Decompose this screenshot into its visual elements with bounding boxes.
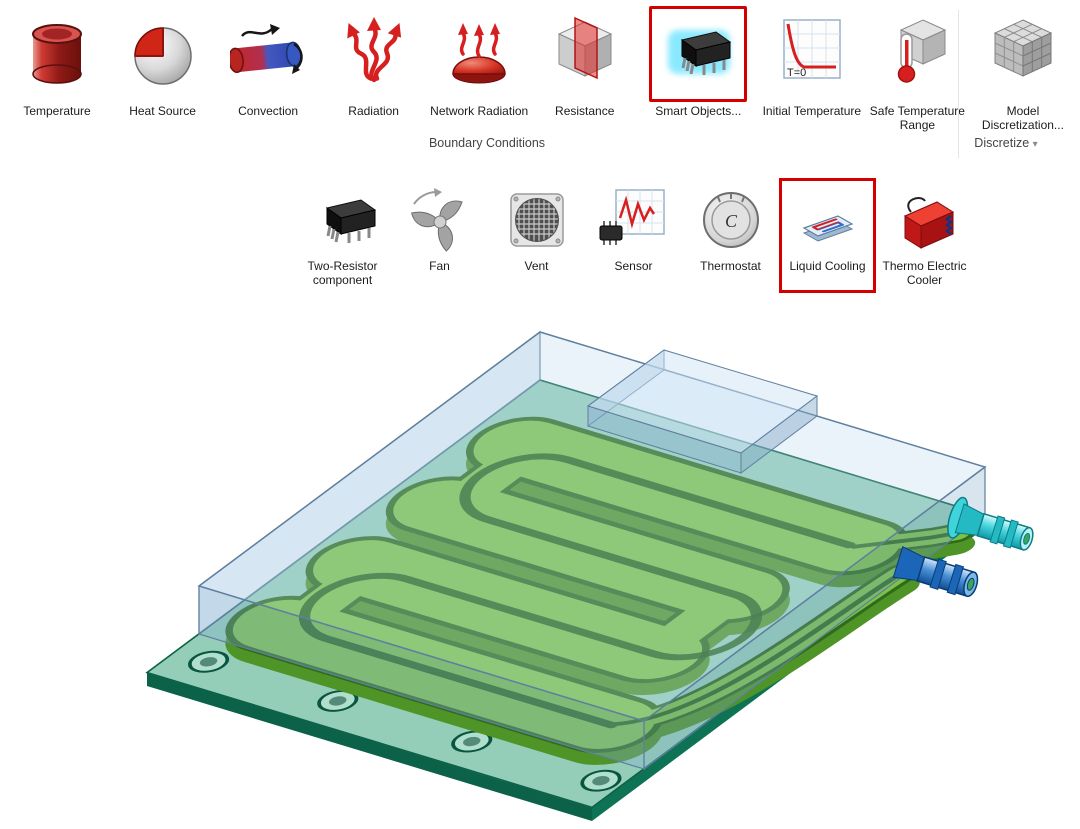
liquid-cooling-plate-icon xyxy=(790,183,866,259)
ribbon-item-label: Temperature xyxy=(23,104,91,118)
gallery-item-fan[interactable]: Fan xyxy=(391,178,488,293)
ribbon-group-labels: Boundary Conditions Discretize ▾ xyxy=(6,134,1074,156)
liquid-cooling-3d-model xyxy=(145,330,1038,821)
gallery-item-sensor[interactable]: Sensor xyxy=(585,178,682,293)
radiation-waves-icon xyxy=(325,6,423,102)
initial-temperature-t0-text: T=0 xyxy=(787,67,806,79)
gallery-item-two-resistor[interactable]: Two-Resistor component xyxy=(294,178,391,293)
ribbon-item-label: Initial Temperature xyxy=(762,104,862,118)
group-label-boundary-conditions: Boundary Conditions xyxy=(428,135,546,150)
smart-objects-gallery: Two-Resistor component Fan xyxy=(0,170,1080,310)
gallery-item-label: Vent xyxy=(524,259,549,273)
heat-source-sphere-icon xyxy=(114,6,212,102)
ribbon-item-temperature[interactable]: Temperature xyxy=(6,6,108,118)
thermo-electric-cooler-icon xyxy=(887,183,963,259)
housing-top-boss xyxy=(586,349,819,474)
gallery-item-thermo-electric-cooler[interactable]: Thermo Electric Cooler xyxy=(876,178,973,293)
ribbon-group-divider xyxy=(958,10,959,158)
resistance-cube-icon xyxy=(536,6,634,102)
ribbon-item-label: Smart Objects... xyxy=(655,104,742,118)
gallery-item-label: Sensor xyxy=(614,259,653,273)
mounting-holes xyxy=(187,650,622,792)
gallery-item-thermostat[interactable]: C Thermostat xyxy=(682,178,779,293)
two-resistor-chip-icon xyxy=(305,183,381,259)
ribbon-item-label: Convection xyxy=(238,104,299,118)
gallery-item-label: Thermo Electric Cooler xyxy=(882,259,967,288)
fan-icon xyxy=(402,183,478,259)
ribbon-item-resistance[interactable]: Resistance xyxy=(534,6,636,118)
ribbon-item-label: Radiation xyxy=(348,104,399,118)
discretize-label: Discretize xyxy=(974,135,1030,150)
ribbon-item-label: Model Discretization... xyxy=(981,104,1064,133)
vent-icon xyxy=(499,183,575,259)
smart-objects-chip-icon xyxy=(649,6,748,102)
gallery-item-label: Liquid Cooling xyxy=(789,259,866,273)
ribbon-item-heat-source[interactable]: Heat Source xyxy=(112,6,214,118)
ribbon-item-label: Safe Temperature Range xyxy=(869,104,965,133)
temperature-cylinder-icon xyxy=(8,6,106,102)
gallery-item-label: Fan xyxy=(429,259,450,273)
safe-temperature-range-icon xyxy=(868,6,966,102)
initial-temperature-graph-icon: T=0 xyxy=(763,6,861,102)
convection-cylinder-icon xyxy=(219,6,317,102)
ribbon-item-label: Resistance xyxy=(555,104,615,118)
ribbon-boundary-conditions-group: Temperature Heat Source xyxy=(6,6,1074,133)
ribbon: Temperature Heat Source xyxy=(0,0,1080,170)
gallery-item-label: Two-Resistor component xyxy=(307,259,378,288)
network-radiation-dome-icon xyxy=(430,6,528,102)
model-viewport[interactable] xyxy=(0,310,1080,829)
ribbon-item-initial-temperature[interactable]: T=0 Initial Temperature xyxy=(761,6,863,118)
ribbon-item-convection[interactable]: Convection xyxy=(217,6,319,118)
transparent-housing[interactable] xyxy=(197,330,987,771)
serpentine-channel[interactable] xyxy=(225,414,976,753)
gallery-item-vent[interactable]: Vent xyxy=(488,178,585,293)
ribbon-item-safe-temperature-range[interactable]: Safe Temperature Range xyxy=(866,6,968,133)
ribbon-item-smart-objects[interactable]: Smart Objects... xyxy=(639,6,757,118)
ribbon-item-model-discretization[interactable]: Model Discretization... xyxy=(972,6,1074,133)
inlet-fitting-cyan[interactable] xyxy=(944,495,1038,560)
gallery-item-label: Thermostat xyxy=(700,259,761,273)
ribbon-item-label: Heat Source xyxy=(129,104,196,118)
thermostat-c-text: C xyxy=(724,211,737,231)
ribbon-item-network-radiation[interactable]: Network Radiation xyxy=(428,6,530,118)
ribbon-item-radiation[interactable]: Radiation xyxy=(323,6,425,118)
chevron-down-icon[interactable]: ▾ xyxy=(1032,138,1038,150)
ribbon-item-label: Network Radiation xyxy=(430,104,529,118)
sensor-waveform-icon xyxy=(596,183,672,259)
group-label-discretize[interactable]: Discretize ▾ xyxy=(940,136,1072,150)
gallery-item-liquid-cooling[interactable]: Liquid Cooling xyxy=(779,178,876,293)
thermostat-dial-icon: C xyxy=(693,183,769,259)
outlet-fitting-blue[interactable] xyxy=(892,545,981,602)
model-discretization-cube-icon xyxy=(974,6,1072,102)
